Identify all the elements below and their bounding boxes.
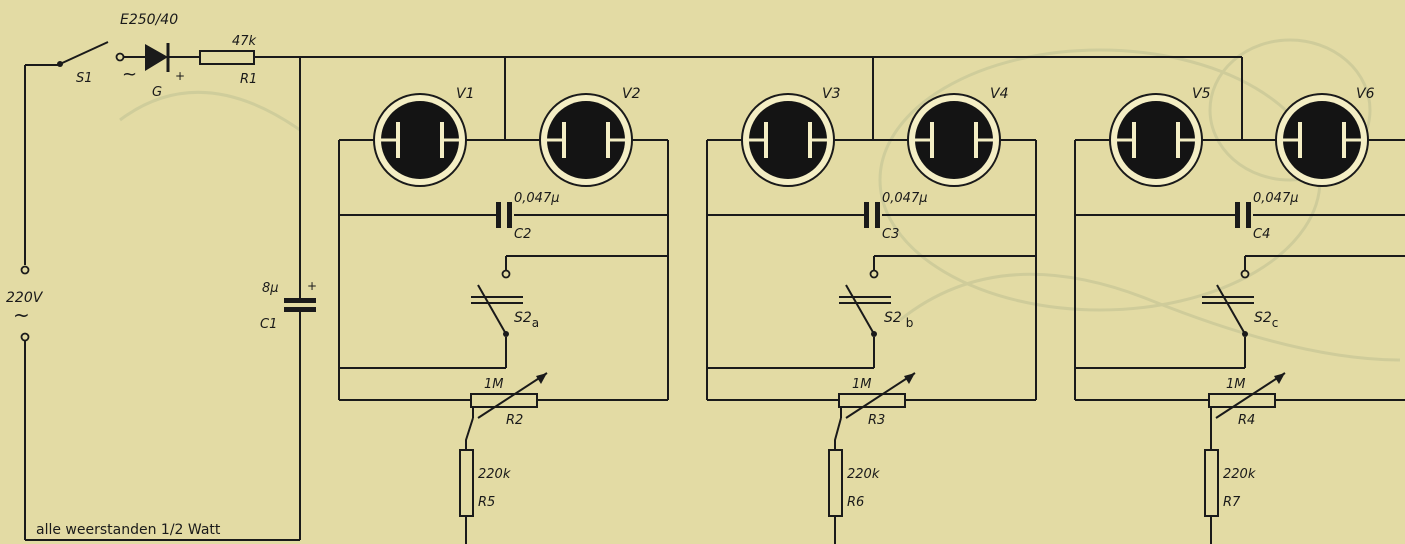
switch-s2a-subscript: a	[532, 316, 539, 330]
resistor-r6-label: R6	[847, 495, 864, 510]
tube-v6-label: V6	[1356, 86, 1375, 102]
switch-s2c-subscript: c	[1272, 316, 1279, 330]
resistor-r5-label: R5	[478, 495, 495, 510]
stage-2-wiring	[706, 139, 1037, 544]
tube-v3-label: V3	[822, 86, 840, 102]
switch-s2b-subscript: b	[906, 316, 914, 330]
rectifier-plus: +	[175, 69, 185, 83]
tube-v4-label: V4	[990, 86, 1008, 102]
rectifier-diode	[145, 43, 170, 72]
tube-v5	[1109, 93, 1203, 187]
rectifier-label: G	[152, 85, 162, 100]
tube-v2	[539, 93, 633, 187]
potentiometer-r4	[1208, 372, 1286, 419]
switch-s2c	[1202, 269, 1254, 337]
switch-s2a-label: S2a	[514, 310, 539, 330]
supply-voltage-label: 220V	[6, 290, 44, 306]
capacitor-c3	[864, 202, 880, 228]
switch-s2b	[839, 269, 891, 337]
capacitor-c2-label: C2	[514, 227, 531, 242]
capacitor-c1-plus: +	[307, 279, 317, 293]
potentiometer-r3	[838, 372, 916, 419]
capacitor-c2	[496, 202, 512, 228]
capacitor-c1-label: C1	[260, 317, 277, 332]
supply-wiring	[24, 56, 1243, 541]
capacitor-c1-value: 8μ	[262, 281, 279, 296]
capacitor-c3-label: C3	[882, 227, 899, 242]
capacitor-c1	[284, 298, 316, 312]
potentiometer-r3-value: 1M	[852, 377, 872, 392]
potentiometer-r2-value: 1M	[484, 377, 504, 392]
resistor-r1-label: R1	[240, 72, 257, 87]
resistor-r1-value: 47k	[232, 34, 257, 49]
resistor-r6-value: 220k	[847, 467, 880, 482]
resistor-r5-value: 220k	[478, 467, 511, 482]
tube-v4	[907, 93, 1001, 187]
resistor-r1	[199, 50, 255, 65]
tube-v2-label: V2	[622, 86, 641, 102]
stage-3-wiring	[1074, 139, 1405, 544]
switch-s1	[57, 41, 125, 67]
potentiometer-r2-label: R2	[506, 413, 523, 428]
potentiometer-r3-label: R3	[868, 413, 885, 428]
rectifier-type-label: E250/40	[120, 12, 178, 28]
stage-1-wiring	[338, 139, 669, 544]
supply-terminal-top	[20, 265, 30, 275]
resistor-power-note: alle weerstanden 1/2 Watt	[36, 522, 221, 538]
resistor-r5	[459, 449, 474, 517]
capacitor-c2-value: 0,047μ	[514, 191, 560, 206]
switch-s2a	[471, 269, 523, 337]
resistor-r6	[828, 449, 843, 517]
supply-terminal-bottom	[20, 332, 30, 342]
potentiometer-r4-label: R4	[1238, 413, 1255, 428]
tube-v1	[373, 93, 467, 187]
tube-v6	[1275, 93, 1369, 187]
tube-v1-label: V1	[456, 86, 474, 102]
resistor-r7	[1204, 449, 1219, 517]
potentiometer-r2	[470, 372, 548, 419]
capacitor-c4-label: C4	[1253, 227, 1270, 242]
capacitor-c4	[1235, 202, 1251, 228]
potentiometer-r4-value: 1M	[1226, 377, 1246, 392]
capacitor-c4-value: 0,047μ	[1253, 191, 1299, 206]
switch-s1-ac-symbol: ~	[122, 64, 137, 85]
tube-v3	[741, 93, 835, 187]
capacitor-c3-value: 0,047μ	[882, 191, 928, 206]
switch-s1-label: S1	[76, 71, 93, 86]
tube-v5-label: V5	[1192, 86, 1211, 102]
resistor-r7-value: 220k	[1223, 467, 1256, 482]
switch-s2c-label: S2c	[1254, 310, 1278, 330]
resistor-r7-label: R7	[1223, 495, 1241, 510]
supply-ac-symbol: ~	[13, 303, 30, 327]
